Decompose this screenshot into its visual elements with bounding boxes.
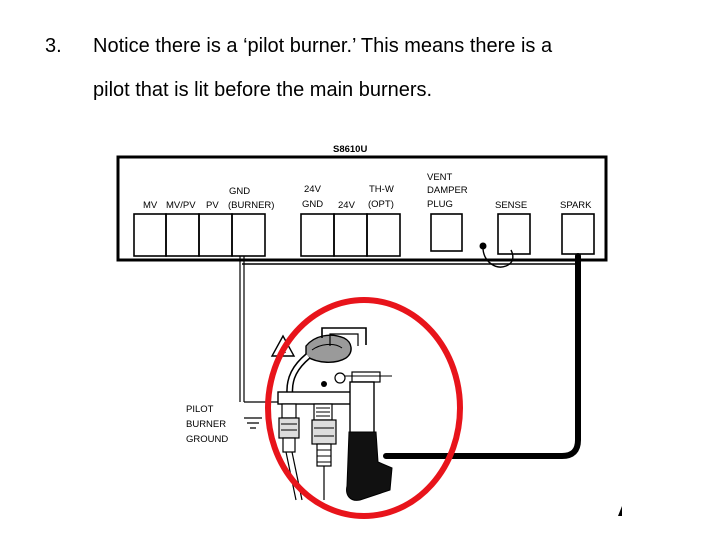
terminal-sense	[497, 213, 531, 255]
terminal-label-burner: (BURNER)	[228, 200, 274, 211]
ground-symbol	[244, 417, 262, 429]
module-model-label: S8610U	[333, 144, 367, 155]
terminal-vent-damper-plug	[430, 213, 463, 252]
pilot-bracket	[277, 391, 359, 405]
terminal-label-vent: VENT	[427, 172, 453, 183]
pilot-label-line-1: PILOT	[186, 404, 214, 415]
terminal-label-opt: (OPT)	[368, 199, 394, 210]
step-text-line-2: pilot that is lit before the main burner…	[93, 79, 433, 101]
ground-wire	[239, 256, 245, 402]
terminal-24v	[333, 213, 368, 257]
terminal-mv	[133, 213, 167, 257]
step-number: 3.	[45, 35, 62, 57]
spark-boot	[346, 431, 393, 501]
terminal-label-gnd-top: GND	[229, 186, 250, 197]
terminal-24v-gnd	[300, 213, 335, 257]
terminal-label-mv: MV	[143, 200, 158, 211]
pilot-label-line-3: GROUND	[186, 434, 228, 445]
terminal-label-damper: DAMPER	[427, 185, 468, 196]
highlight-circle	[265, 297, 463, 519]
pilot-hood	[305, 334, 352, 363]
corner-mark	[618, 506, 622, 516]
terminal-pv	[198, 213, 233, 257]
terminal-spark	[561, 213, 595, 255]
terminal-label-pv: PV	[206, 200, 219, 211]
pilot-label-line-2: BURNER	[186, 419, 226, 430]
spark-lead-wire	[383, 253, 581, 459]
spark-igniter	[351, 371, 381, 383]
terminal-label-mvpv: MV/PV	[166, 200, 196, 211]
step-text-line-1: Notice there is a ‘pilot burner.’ This m…	[93, 35, 553, 57]
terminal-label-24v-gnd-top: 24V	[304, 184, 322, 195]
terminal-mvpv	[165, 213, 200, 257]
terminal-label-thw: TH-W	[369, 184, 394, 195]
terminal-label-24v: 24V	[338, 200, 356, 211]
terminal-label-24v-gnd-bottom: GND	[302, 199, 323, 210]
pilot-burner-assembly	[277, 327, 393, 501]
sense-dot	[479, 242, 487, 250]
terminal-label-spark: SPARK	[560, 200, 592, 211]
terminal-gnd-burner	[231, 213, 266, 257]
terminal-label-plug: PLUG	[427, 199, 453, 210]
sense-jumper-wire	[482, 248, 514, 268]
ignition-module-box	[116, 155, 608, 262]
terminal-label-sense: SENSE	[495, 200, 527, 211]
terminal-thw	[366, 213, 401, 257]
